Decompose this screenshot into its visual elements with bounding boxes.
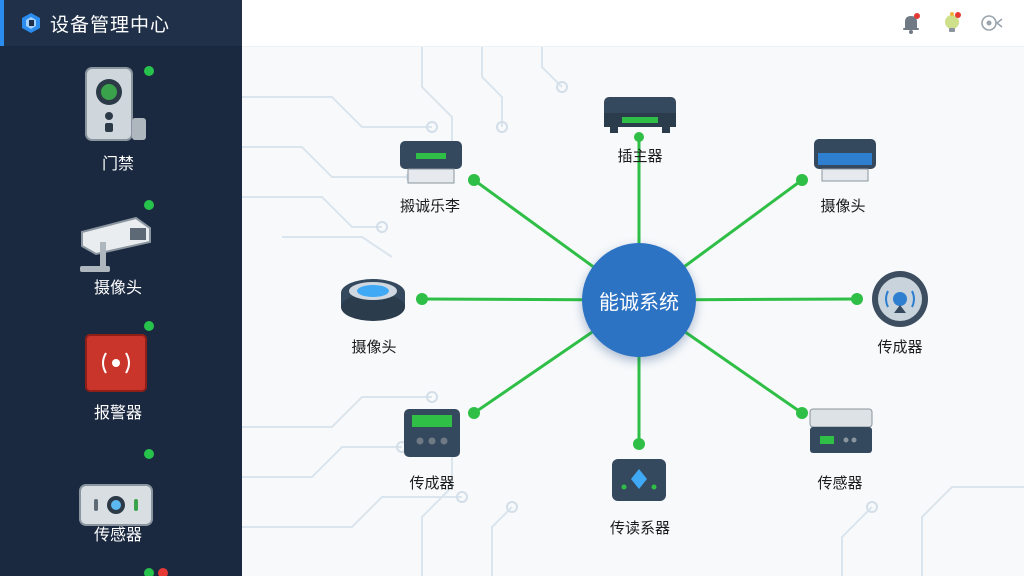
node-label: 插主器 — [617, 147, 663, 165]
topology-node-router[interactable] — [600, 93, 680, 141]
cctv-camera-icon — [80, 216, 151, 272]
status-indicator — [144, 449, 154, 459]
sidebar-item-label: 摄像头 — [93, 278, 142, 297]
sidebar-item-door-access[interactable]: 门禁 — [0, 46, 242, 173]
status-indicator — [144, 66, 154, 76]
settings-toggle-icon[interactable] — [980, 11, 1004, 35]
node-label: 摄像头 — [351, 338, 397, 356]
server-box-icon — [809, 408, 873, 453]
sidebar-item-label: 传感器 — [93, 525, 142, 544]
printer-icon — [400, 141, 462, 184]
app-title: 设备管理中心 — [50, 13, 171, 36]
app-header: 设备管理中心 — [0, 0, 242, 46]
sidebar-item-alarm[interactable]: 报警器 — [0, 311, 242, 431]
lightbulb-alert-icon[interactable] — [940, 11, 964, 35]
topology-node-wireless-sensor[interactable] — [870, 269, 930, 333]
topology-node-control-panel[interactable] — [402, 405, 462, 465]
topology-node-server-box[interactable] — [808, 405, 874, 461]
topology-node-network-disk[interactable] — [338, 275, 408, 327]
node-label: 摋诚乐李 — [399, 197, 461, 215]
app-logo-icon — [22, 13, 40, 33]
status-indicator — [144, 568, 154, 576]
sidebar: 设备管理中心 门禁 摄像头 — [0, 0, 242, 576]
wireless-sensor-icon — [872, 271, 928, 327]
topology-node-printer[interactable] — [398, 137, 464, 191]
router-icon — [604, 97, 676, 133]
sidebar-item-sensor[interactable]: 传感器 — [0, 441, 242, 561]
node-label: 传成器 — [877, 338, 923, 356]
top-bar — [242, 0, 1024, 47]
node-label: 传成器 — [409, 474, 455, 492]
sidebar-item-label: 报警器 — [93, 403, 142, 422]
network-disk-icon — [341, 279, 405, 321]
control-panel-icon — [404, 409, 460, 457]
central-hub[interactable]: 能诚系统 — [582, 243, 696, 357]
notification-bell-icon[interactable] — [899, 11, 923, 35]
node-label: 传读系器 — [609, 519, 671, 537]
node-label: 摄像头 — [820, 197, 866, 215]
topology-node-printer-device[interactable] — [812, 135, 878, 189]
printer-device-icon — [814, 139, 876, 182]
node-label: 传感器 — [817, 474, 863, 492]
sidebar-item-camera[interactable]: 摄像头 — [0, 186, 242, 306]
topology-canvas: 能诚系统 插主器 摄像头 传成器 — [242, 47, 1024, 576]
status-indicator — [144, 321, 154, 331]
topology-node-gateway[interactable] — [610, 455, 668, 509]
hub-label: 能诚系统 — [599, 289, 679, 314]
circuit-background — [242, 47, 1024, 576]
gateway-icon — [612, 459, 666, 501]
alarm-icon — [85, 334, 147, 392]
status-indicator — [144, 200, 154, 210]
sensor-icon — [79, 484, 153, 526]
sidebar-item-label: 门禁 — [101, 154, 134, 173]
alert-indicator — [158, 568, 168, 576]
door-access-icon — [85, 67, 146, 141]
